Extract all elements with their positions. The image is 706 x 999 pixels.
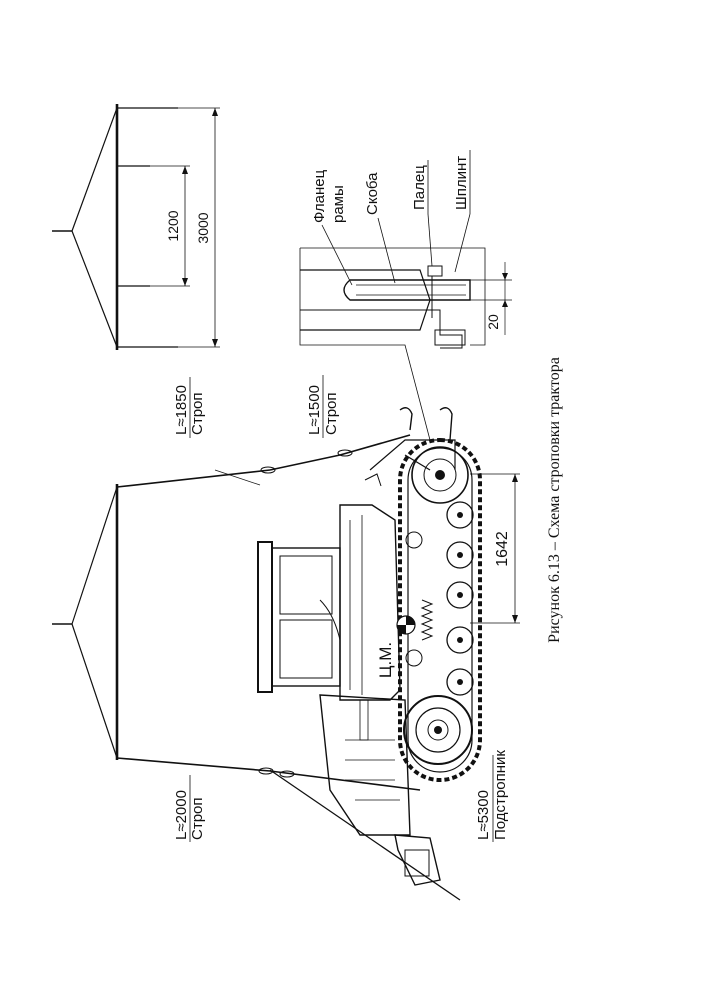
sling-front <box>116 434 411 488</box>
rear-sling-name: Строп <box>323 392 340 435</box>
flange-label-line1: Фланец <box>311 169 328 223</box>
dimension-1642: 1642 <box>470 473 520 624</box>
center-of-mass-label: Ц.М. <box>376 642 395 678</box>
front-sling-length: L≈1850 <box>173 385 190 435</box>
cotter-label: Шплинт <box>453 156 470 210</box>
dim-20-label: 20 <box>485 314 501 330</box>
under-sling-name: Подстропник <box>492 750 509 840</box>
track-assembly <box>398 438 482 782</box>
flange-label-line2: рамы <box>330 185 347 223</box>
rear-sling-length: L≈1500 <box>306 385 323 435</box>
label-under-sling: L≈5300 Подстропник <box>475 750 509 842</box>
spreader-beam-main <box>52 484 119 760</box>
front-sling-name: Строп <box>189 392 206 435</box>
label-rear-sling: L≈1500 Строп <box>306 375 340 438</box>
dim-1642-label: 1642 <box>494 531 511 567</box>
left-sling-length: L≈2000 <box>173 790 190 840</box>
label-front-sling: L≈1850 Строп <box>173 377 206 438</box>
dim-1200-label: 1200 <box>165 210 181 241</box>
spreader-beam-top <box>52 104 178 350</box>
pin-label: Палец <box>411 165 428 210</box>
dimension-1200: 1200 <box>135 165 190 287</box>
bracket-label: Скоба <box>364 172 381 215</box>
tractor-body <box>257 407 456 886</box>
under-sling-length: L≈5300 <box>475 790 492 840</box>
detail-view: 20 <box>299 247 512 441</box>
detail-leaders <box>321 150 471 286</box>
label-left-sling: L≈2000 Строп <box>173 775 206 842</box>
figure-caption: Рисунок 6.13 – Схема строповки трактора <box>546 357 563 643</box>
left-sling-name: Строп <box>189 797 206 840</box>
dimension-3000: 3000 <box>160 107 220 348</box>
sling-rear <box>116 757 421 791</box>
center-of-mass: Ц.М. <box>376 615 416 678</box>
dim-3000-label: 3000 <box>195 212 211 243</box>
